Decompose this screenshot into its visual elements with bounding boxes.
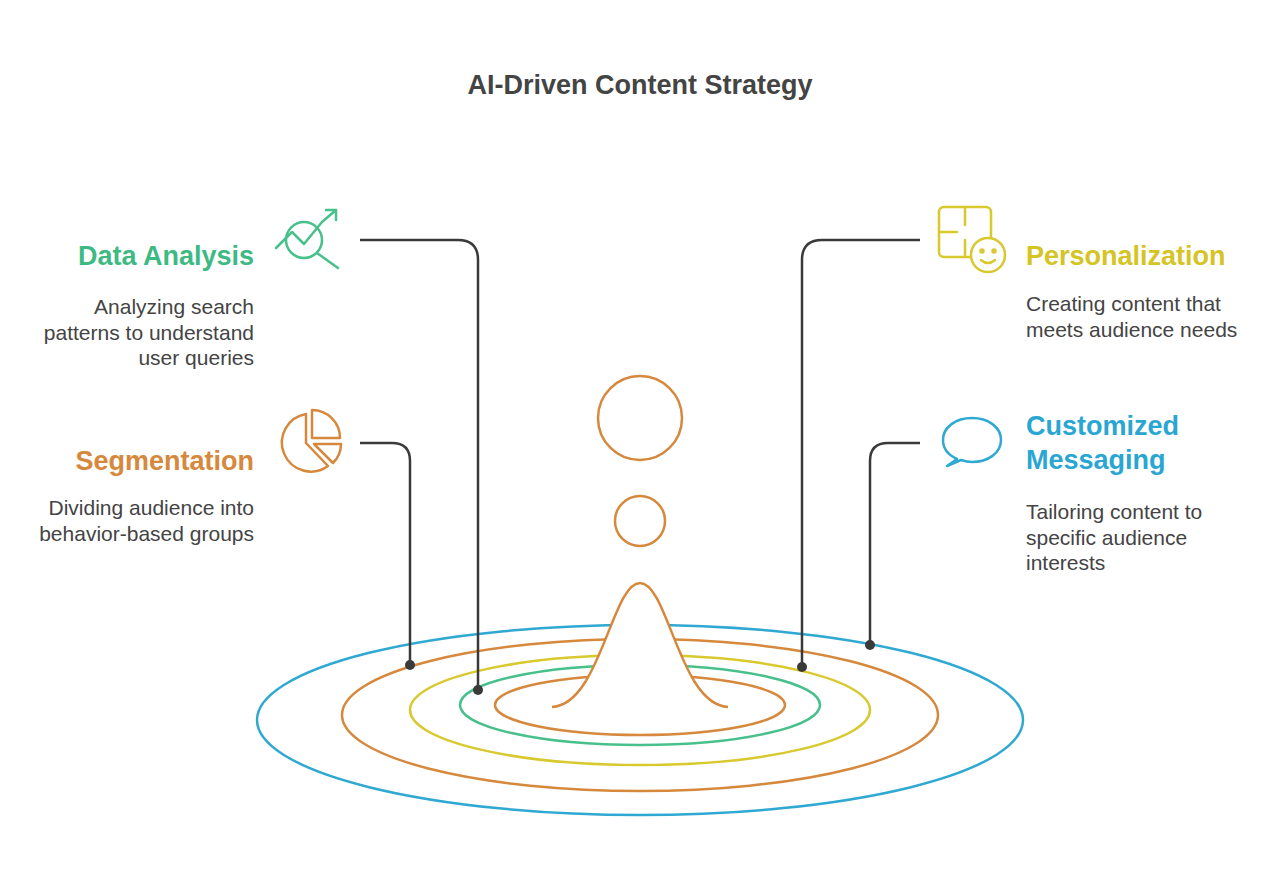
leader-dot bbox=[405, 660, 415, 670]
section-description: Tailoring content to specific audience i… bbox=[1026, 499, 1254, 576]
personalization-icon bbox=[939, 207, 1005, 272]
section-heading: Segmentation bbox=[26, 444, 254, 478]
splash-peak bbox=[552, 583, 728, 707]
leader-line bbox=[802, 240, 920, 667]
leader-dots bbox=[405, 640, 875, 695]
section-description: Dividing audience into behavior-based gr… bbox=[26, 495, 254, 546]
leader-line bbox=[870, 443, 920, 645]
section-description: Creating content that meets audience nee… bbox=[1026, 291, 1254, 342]
section-heading: Data Analysis bbox=[26, 239, 254, 273]
droplet bbox=[598, 376, 682, 460]
leader-dot bbox=[797, 662, 807, 672]
section-description: Analyzing search patterns to understand … bbox=[26, 294, 254, 371]
speech-bubble-icon bbox=[943, 418, 1001, 466]
section-heading: Customized Messaging bbox=[1026, 409, 1254, 477]
leader-dot bbox=[865, 640, 875, 650]
leader-lines bbox=[360, 240, 920, 690]
section-heading: Personalization bbox=[1026, 239, 1254, 273]
leader-line bbox=[360, 240, 478, 690]
analysis-icon bbox=[276, 210, 338, 268]
pie-icon bbox=[282, 410, 341, 472]
diagram-title: AI-Driven Content Strategy bbox=[0, 68, 1280, 102]
droplet bbox=[615, 496, 665, 546]
leader-line bbox=[360, 443, 410, 665]
leader-dot bbox=[473, 685, 483, 695]
